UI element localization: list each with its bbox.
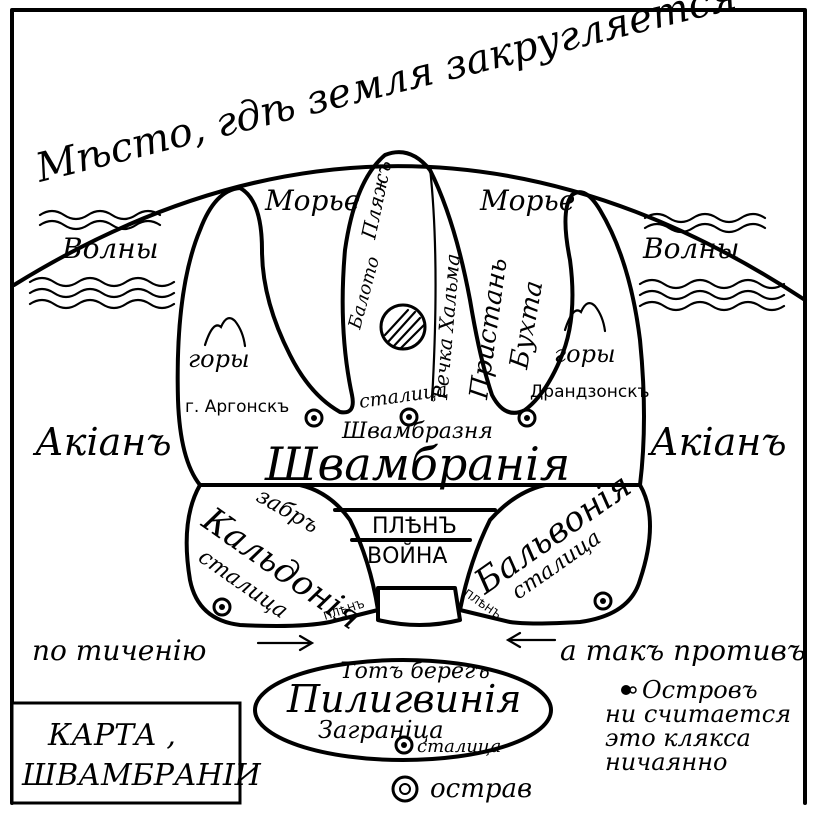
island-label: острав: [430, 774, 532, 804]
piligvinia-capital-label: сталица: [417, 736, 501, 757]
balvonia-capital-dot: [593, 591, 613, 611]
note-blot: [621, 685, 637, 695]
pier-label: Пристань: [464, 256, 514, 402]
ocean-left-label: Акiанъ: [32, 420, 172, 464]
city-argonsk-dot: [304, 408, 324, 428]
current-arrow-left: [505, 631, 557, 649]
island-dot: [391, 775, 419, 803]
kaldonia-outline: [184, 483, 380, 628]
bay-label: Бухта: [504, 278, 549, 372]
capital-dot: [399, 407, 419, 427]
abroad-label: Загранiца: [318, 716, 444, 744]
ocean-right-label: Акiанъ: [647, 420, 787, 464]
country-main-label: Швамбранiя: [264, 437, 570, 491]
mountains-right-sketch: [563, 302, 607, 333]
war-label: ВОЙНА: [367, 543, 447, 569]
capital-name: Швамбразня: [341, 419, 493, 444]
map-border: [10, 8, 807, 805]
current-arrow-right: [256, 634, 315, 652]
river-label: Речка Хальма: [428, 253, 465, 402]
other-shore-label: Тотъ берегъ: [340, 659, 490, 684]
piligvinia-label: Пилигвинiя: [286, 677, 521, 721]
sea-right-label: Морье: [479, 184, 575, 217]
swamp-label: Балото: [344, 254, 384, 332]
current-right-label: а такъ противъ: [560, 634, 805, 667]
sea-left-label: Морье: [264, 184, 360, 217]
balvonia-outline: [458, 483, 652, 626]
beach-label: Пляжъ: [356, 158, 396, 242]
note-line-3: это кляксa: [605, 724, 751, 752]
title-line-1: КАРТА ,: [47, 718, 176, 753]
waves-right-lines: [638, 212, 786, 312]
captivity-label: ПЛѢНЪ: [372, 514, 457, 539]
waves-left-label: Волны: [61, 232, 159, 265]
note-line-4: ничаянно: [605, 748, 727, 776]
war-zone-outline: [333, 508, 497, 627]
note-line-1: Островъ: [642, 676, 758, 704]
mountains-left-label: горы: [188, 345, 250, 373]
mountains-left-sketch: [203, 317, 247, 348]
horizon-arc: [12, 164, 807, 302]
title-line-2: ШВАМБРАНIИ: [21, 758, 262, 793]
city-drandzonsk-dot: [517, 408, 537, 428]
piligvinia-outline: [253, 658, 553, 762]
piligvinia-capital-dot: [394, 735, 414, 755]
city-argonsk-label: г. Аргонскъ: [185, 397, 289, 417]
river-line: [428, 166, 437, 402]
title-box: [10, 701, 242, 805]
mountains-right-label: горы: [554, 340, 616, 368]
current-left-label: по тиченiю: [32, 634, 206, 667]
note-line-2: ни считается: [605, 700, 791, 728]
kaldonia-capital-dot: [212, 597, 232, 617]
swamp-hatch: [383, 308, 426, 351]
capital-label: сталица: [358, 379, 449, 413]
city-drandzonsk-label: Драндзонскъ: [530, 382, 650, 402]
waves-right-label: Волны: [642, 232, 740, 265]
waves-left-lines: [28, 209, 176, 310]
